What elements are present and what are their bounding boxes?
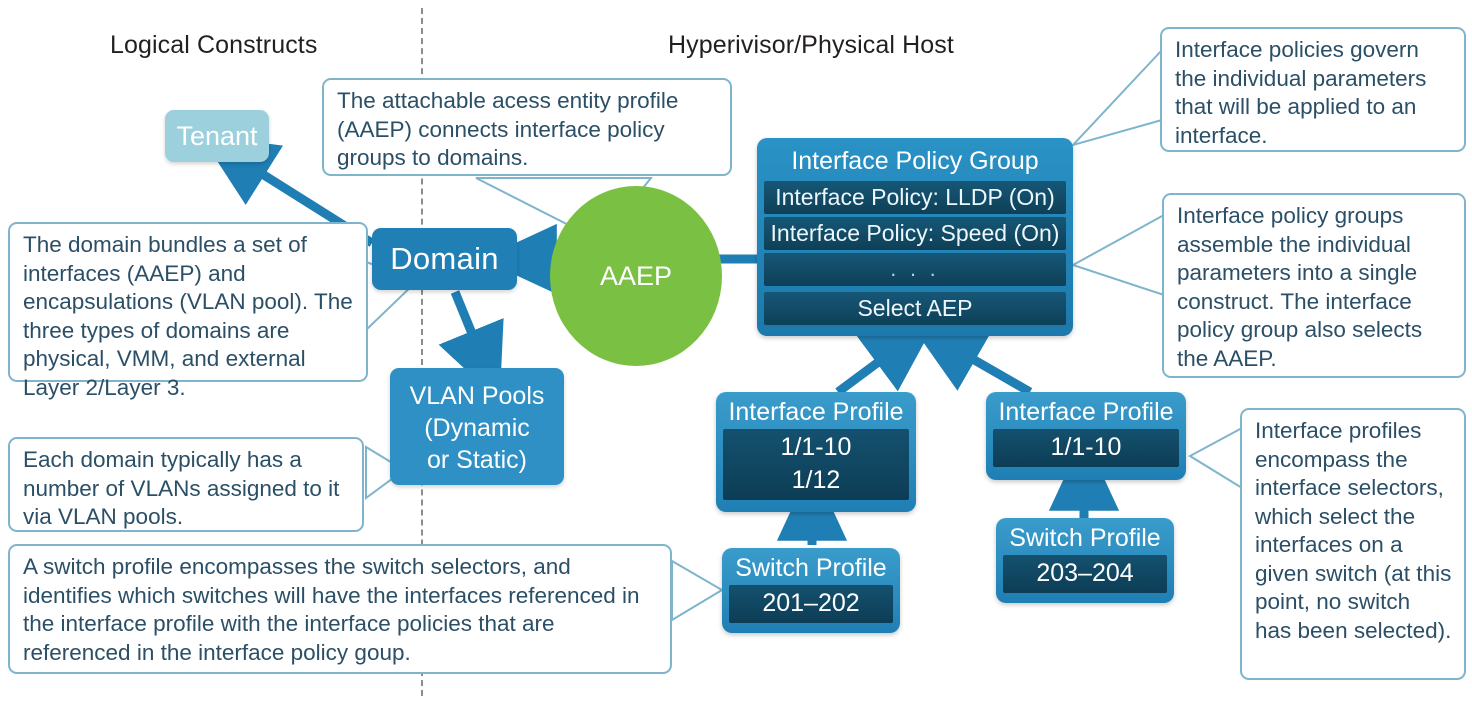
interface-profile-left-range-1: 1/1-10 [780,433,852,461]
node-interface-profile-left[interactable]: Interface Profile 1/1-10 1/12 [716,392,916,512]
interface-profile-left-title: Interface Profile [728,398,904,426]
ipg-row-speed[interactable]: Interface Policy: Speed (On) [764,217,1066,250]
callout-policy-groups-note: Interface policy groups assemble the ind… [1162,193,1466,378]
node-domain[interactable]: Domain [372,228,517,290]
callout-tail-interface-policies [1069,47,1163,147]
callout-switch-profile-note: A switch profile encompasses the switch … [8,544,672,674]
callout-tail-interface-profiles [1187,426,1243,490]
node-aaep-circle[interactable]: AAEP [550,186,722,366]
node-interface-profile-right[interactable]: Interface Profile 1/1-10 [986,392,1186,480]
ipg-row-lldp[interactable]: Interface Policy: LLDP (On) [764,181,1066,214]
arrow-interface-profile-right-to-ipg [909,322,1033,396]
callout-tail-policy-groups [1070,213,1165,297]
node-vlan-pools[interactable]: VLAN Pools (Dynamic or Static) [390,368,564,485]
interface-profile-left-body: 1/1-10 1/12 [723,429,909,500]
node-switch-profile-left[interactable]: Switch Profile 201–202 [722,548,900,633]
ipg-row-select-aep[interactable]: Select AEP [764,292,1066,325]
node-switch-profile-right[interactable]: Switch Profile 203–204 [996,518,1174,603]
interface-profile-left-range-2: 1/12 [791,466,841,494]
callout-vlan-note: Each domain typically has a number of VL… [8,437,364,532]
callout-interface-profiles-note: Interface profiles encompass the interfa… [1240,408,1466,680]
switch-profile-left-title: Switch Profile [735,554,887,582]
interface-profile-right-body: 1/1-10 [993,429,1179,467]
arrow-domain-to-vlan-pools [438,290,504,402]
node-interface-policy-group[interactable]: Interface Policy Group Interface Policy:… [757,138,1073,336]
callout-tail-switch-profile [671,559,724,622]
ipg-row-ellipsis: . . . [764,253,1066,286]
interface-profile-right-range-1: 1/1-10 [1050,433,1122,461]
header-hypervisor-physical-host: Hyperivisor/Physical Host [668,31,954,59]
node-tenant[interactable]: Tenant [165,110,269,162]
interface-profile-right-title: Interface Profile [998,398,1174,426]
arrow-interface-profile-left-to-ipg [835,318,938,396]
node-aaep-label: AAEP [599,260,673,291]
vlan-pools-line-3: or Static) [426,446,528,474]
interface-policy-group-title: Interface Policy Group [791,147,1039,175]
switch-profile-right-title: Switch Profile [1009,524,1161,552]
callout-domain-note: The domain bundles a set of interfaces (… [8,222,368,400]
callout-aaep-note: The attachable acess entity profile (AAE… [322,78,732,176]
vlan-pools-line-1: VLAN Pools [409,382,545,410]
vlan-pools-line-2: (Dynamic [424,414,530,442]
switch-profile-right-body: 203–204 [1003,555,1167,593]
callout-interface-policies-note: Interface policies govern the individual… [1160,27,1466,152]
logical-physical-divider [421,8,423,696]
header-logical-constructs: Logical Constructs [110,31,318,59]
switch-profile-left-body: 201–202 [729,585,893,623]
